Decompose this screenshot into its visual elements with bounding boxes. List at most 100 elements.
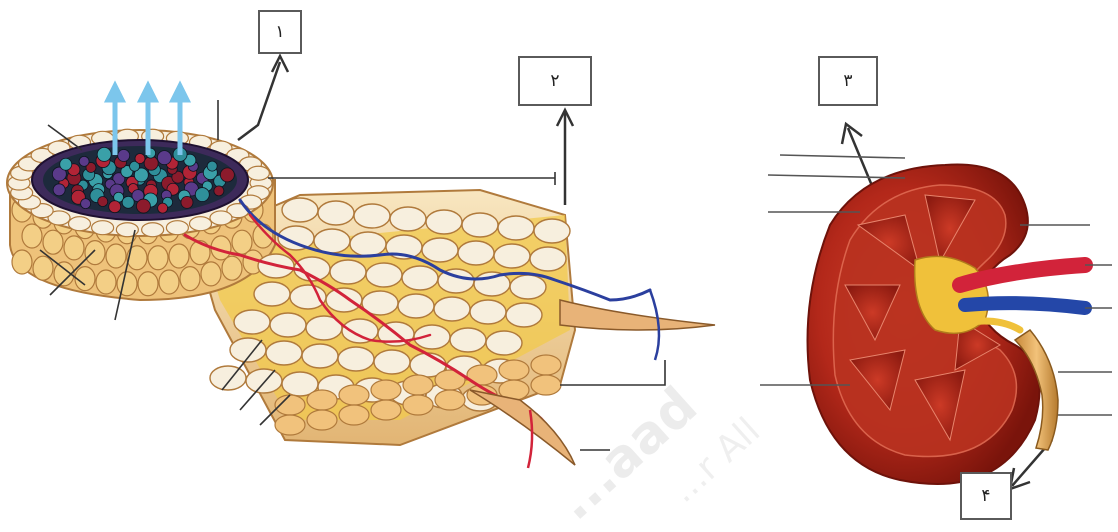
cylinder-cell [148, 246, 168, 270]
label-2-text: ۲ [550, 71, 559, 91]
slab-cell [486, 331, 522, 355]
slab-cell [498, 216, 534, 240]
slab-cell [458, 241, 494, 265]
slab-side-cell [531, 355, 561, 375]
cylinder-cell [43, 230, 63, 254]
slab-side-cell [499, 360, 529, 380]
slab-cell [462, 213, 498, 237]
core-cell [122, 196, 134, 208]
core-cell [158, 203, 168, 213]
slab-cell [338, 347, 374, 371]
core-cell [98, 197, 108, 207]
core-cell [214, 186, 224, 196]
core-cell [109, 201, 121, 213]
core-cell [81, 199, 91, 209]
slab-cell [290, 285, 326, 309]
cylinder-cell [96, 270, 116, 294]
slab-cell [374, 350, 410, 374]
core-cell [181, 196, 193, 208]
slab-side-cell [275, 415, 305, 435]
label-4-text: ۴ [981, 486, 990, 506]
slab-cell [470, 300, 506, 324]
cylinder-cell [33, 256, 53, 280]
slab-cell [282, 198, 318, 222]
slab-cell [314, 229, 350, 253]
slab-side-cell [403, 375, 433, 395]
slab-cell [318, 201, 354, 225]
slab-cell [422, 238, 458, 262]
slab-cell [254, 282, 290, 306]
cylinder-cell [138, 272, 158, 296]
slab-side-cell [339, 405, 369, 425]
ring-cell [166, 221, 188, 235]
core-cell [135, 153, 145, 163]
label-box-3: ۳ [818, 56, 878, 106]
core-cell [79, 156, 89, 166]
core-cell [136, 199, 150, 213]
cylinder-cell [201, 262, 221, 286]
slab-cell [426, 210, 462, 234]
cylinder-cell [12, 250, 32, 274]
slab-cell [270, 313, 306, 337]
core-cell [118, 149, 130, 161]
cylinder-cell [64, 236, 84, 260]
slab-cell [302, 344, 338, 368]
core-cell [60, 158, 72, 170]
slab-side-cell [531, 375, 561, 395]
slab-side-cell [307, 410, 337, 430]
label-box-1: ۱ [258, 10, 302, 54]
label-1-text: ۱ [275, 22, 284, 42]
ring-cell [247, 166, 269, 180]
cylinder-cell [169, 244, 189, 268]
cylinder-cell [159, 270, 179, 294]
slab-side-cell [371, 380, 401, 400]
slab-cell [330, 260, 366, 284]
core-cell [207, 161, 217, 171]
slab-cell [510, 275, 546, 299]
slab-cell [450, 328, 486, 352]
slab-side-cell [371, 400, 401, 420]
slab-cell [534, 219, 570, 243]
slab-cell [350, 232, 386, 256]
ring-cell [142, 223, 164, 237]
slab-cell [234, 310, 270, 334]
slab-cell [354, 204, 390, 228]
slab-cell [398, 294, 434, 318]
core-cell [220, 168, 234, 182]
cylinder-cell [180, 267, 200, 291]
core-cell [157, 151, 171, 165]
slab-cell [530, 247, 566, 271]
cylinder-cell [222, 256, 242, 280]
cylinder-cell [85, 241, 105, 265]
label-3-text: ۳ [843, 71, 852, 91]
ring-cell [69, 217, 91, 231]
cylinder-cell [22, 224, 42, 248]
slab-cell [506, 303, 542, 327]
slab-cell [326, 288, 362, 312]
slab-side-cell [307, 390, 337, 410]
core-cell [97, 147, 111, 161]
core-cell [195, 188, 209, 202]
slab-cell [266, 341, 302, 365]
slab-side-cell [403, 395, 433, 415]
ring-cell [210, 211, 232, 225]
cylinder-cell [117, 272, 137, 296]
slab-cell [402, 266, 438, 290]
vascular-bundle-top [7, 129, 273, 236]
label-box-2: ۲ [518, 56, 592, 106]
ring-cell [116, 223, 138, 237]
core-cell [53, 184, 65, 196]
slab-cell [434, 297, 470, 321]
ring-cell [190, 217, 212, 231]
ring-cell [92, 221, 114, 235]
label-box-4: ۴ [960, 472, 1012, 520]
slab-cell [210, 366, 246, 390]
slab-cell [494, 244, 530, 268]
slab-side-cell [339, 385, 369, 405]
slab-side-cell [435, 390, 465, 410]
cylinder-cell [106, 244, 126, 268]
slab-cell [366, 263, 402, 287]
slab-cell [246, 369, 282, 393]
slab-cell [390, 207, 426, 231]
